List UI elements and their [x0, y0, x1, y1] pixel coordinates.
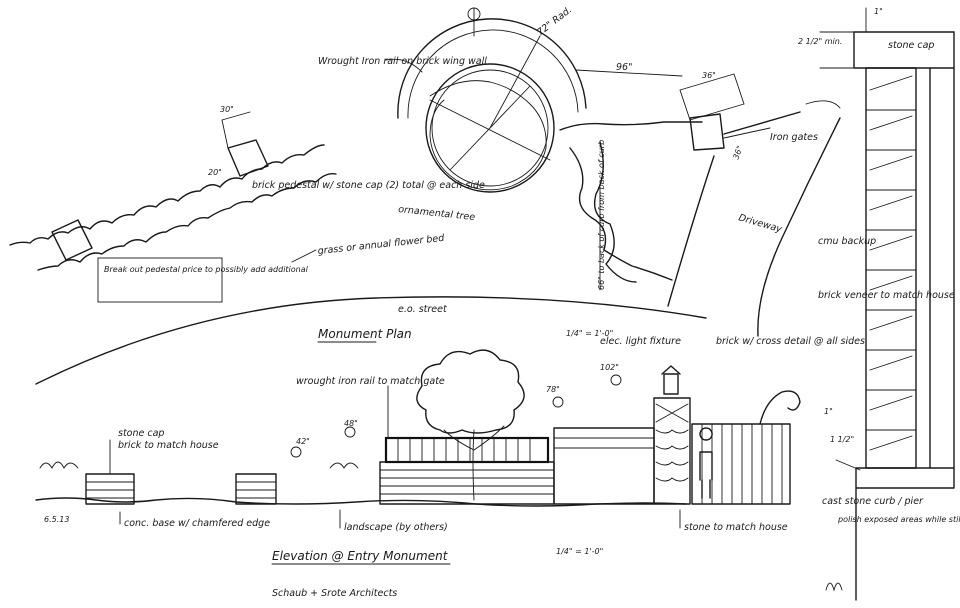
dim-102: 102": [600, 363, 619, 372]
breakout-label: Break out pedestal price to possibly add…: [104, 265, 309, 274]
breakout-box: [97, 257, 223, 303]
planter-outer-arc: [397, 18, 587, 119]
center-wall: [553, 427, 655, 505]
driveway-label: Driveway: [737, 212, 783, 235]
cast-stone-label: cast stone curb / pier: [822, 496, 924, 507]
wing-wall: [379, 461, 555, 505]
entry-elevation: 42" 48" 78" 102" stone cap brick to matc…: [35, 336, 865, 599]
stone-cap-label: stone cap: [118, 428, 164, 439]
dim-96: 96": [616, 62, 632, 73]
cmu-label: cmu backup: [818, 236, 876, 247]
cast-stone-curb: [855, 467, 955, 489]
iron-rail: [384, 436, 550, 464]
dim-36-side: 36": [731, 145, 744, 161]
stone-pier: [653, 397, 691, 505]
monument-plan: 30" 20" 72" Rad. 96" 36" 36" Driveway: [9, 4, 841, 385]
wing-wall-right: [559, 121, 703, 281]
elev-iron-rail-label: wrought iron rail to match gate: [296, 376, 445, 387]
pedestal-label: brick pedestal w/ stone cap (2) total @ …: [252, 180, 485, 191]
person-figure: [699, 427, 713, 499]
section-stone-cap-label: stone cap: [888, 40, 934, 51]
driveway-left-edge: [667, 155, 715, 307]
conc-label: conc. base w/ chamfered edge: [124, 518, 270, 529]
plan-scale: 1/4" = 1'-0": [566, 329, 613, 338]
dim-78: 78": [546, 385, 560, 394]
driveway-right-edge: [757, 117, 841, 337]
street-edge: [35, 296, 707, 385]
dim-36-top: 36": [702, 71, 716, 80]
dim-30: 30": [220, 105, 234, 114]
iron-gates-label: Iron gates: [770, 132, 818, 143]
pedestal-left-plan: [51, 219, 93, 261]
brick-pier-mid: [235, 473, 277, 505]
ornamental-tree-elev: [416, 349, 525, 434]
stone-match-label: stone to match house: [684, 522, 788, 533]
planter-inner-circle: [425, 63, 555, 193]
dim-48: 48": [344, 419, 358, 428]
light-label: elec. light fixture: [600, 336, 681, 347]
date-label: 6.5.13: [44, 515, 69, 524]
pedestal-right-plan: [227, 139, 269, 177]
dim-1-half: 1 1/2": [830, 435, 854, 444]
tree-label: ornamental tree: [398, 204, 476, 223]
iron-gate-elev: [691, 423, 791, 505]
dim-2-half-min: 2 1/2" min.: [798, 37, 842, 46]
dim-66: 66" to back of curb from back of curb: [597, 140, 606, 290]
iron-rail-label: Wrought Iron rail on brick wing wall: [318, 56, 487, 67]
grass-label: grass or annual flower bed: [317, 233, 446, 257]
light-fixture: [663, 373, 679, 395]
gate-leaf: [723, 111, 801, 135]
dim-72-rad: 72" Rad.: [535, 4, 574, 38]
wall-section: 2 1/2" min. 1" 1" 1 1/2" stone cap cmu b…: [798, 7, 960, 601]
dim-1-top: 1": [874, 7, 883, 16]
dim-20: 20": [208, 168, 222, 177]
polish-label: polish exposed areas while still green: [837, 515, 960, 524]
street-label: e.o. street: [398, 304, 448, 315]
brick-veneer-label: brick veneer to match house: [818, 290, 955, 301]
section-brick-column: [865, 67, 917, 469]
brick-match-label: brick to match house: [118, 440, 219, 451]
dim-42: 42": [296, 437, 310, 446]
credit-label: Schaub + Srote Architects: [272, 588, 397, 599]
elevation-scale: 1/4" = 1'-0": [556, 547, 603, 556]
landscape-label: landscape (by others): [344, 522, 448, 533]
hedge-left: [9, 144, 325, 246]
brick-cross-label: brick w/ cross detail @ all sides: [716, 336, 865, 347]
plan-title: Monument Plan: [318, 327, 412, 341]
gate-pier-plan: [689, 113, 725, 151]
dim-1-mid: 1": [824, 407, 833, 416]
hedge-left-lower: [37, 172, 337, 271]
elevation-title: Elevation @ Entry Monument: [272, 549, 449, 563]
